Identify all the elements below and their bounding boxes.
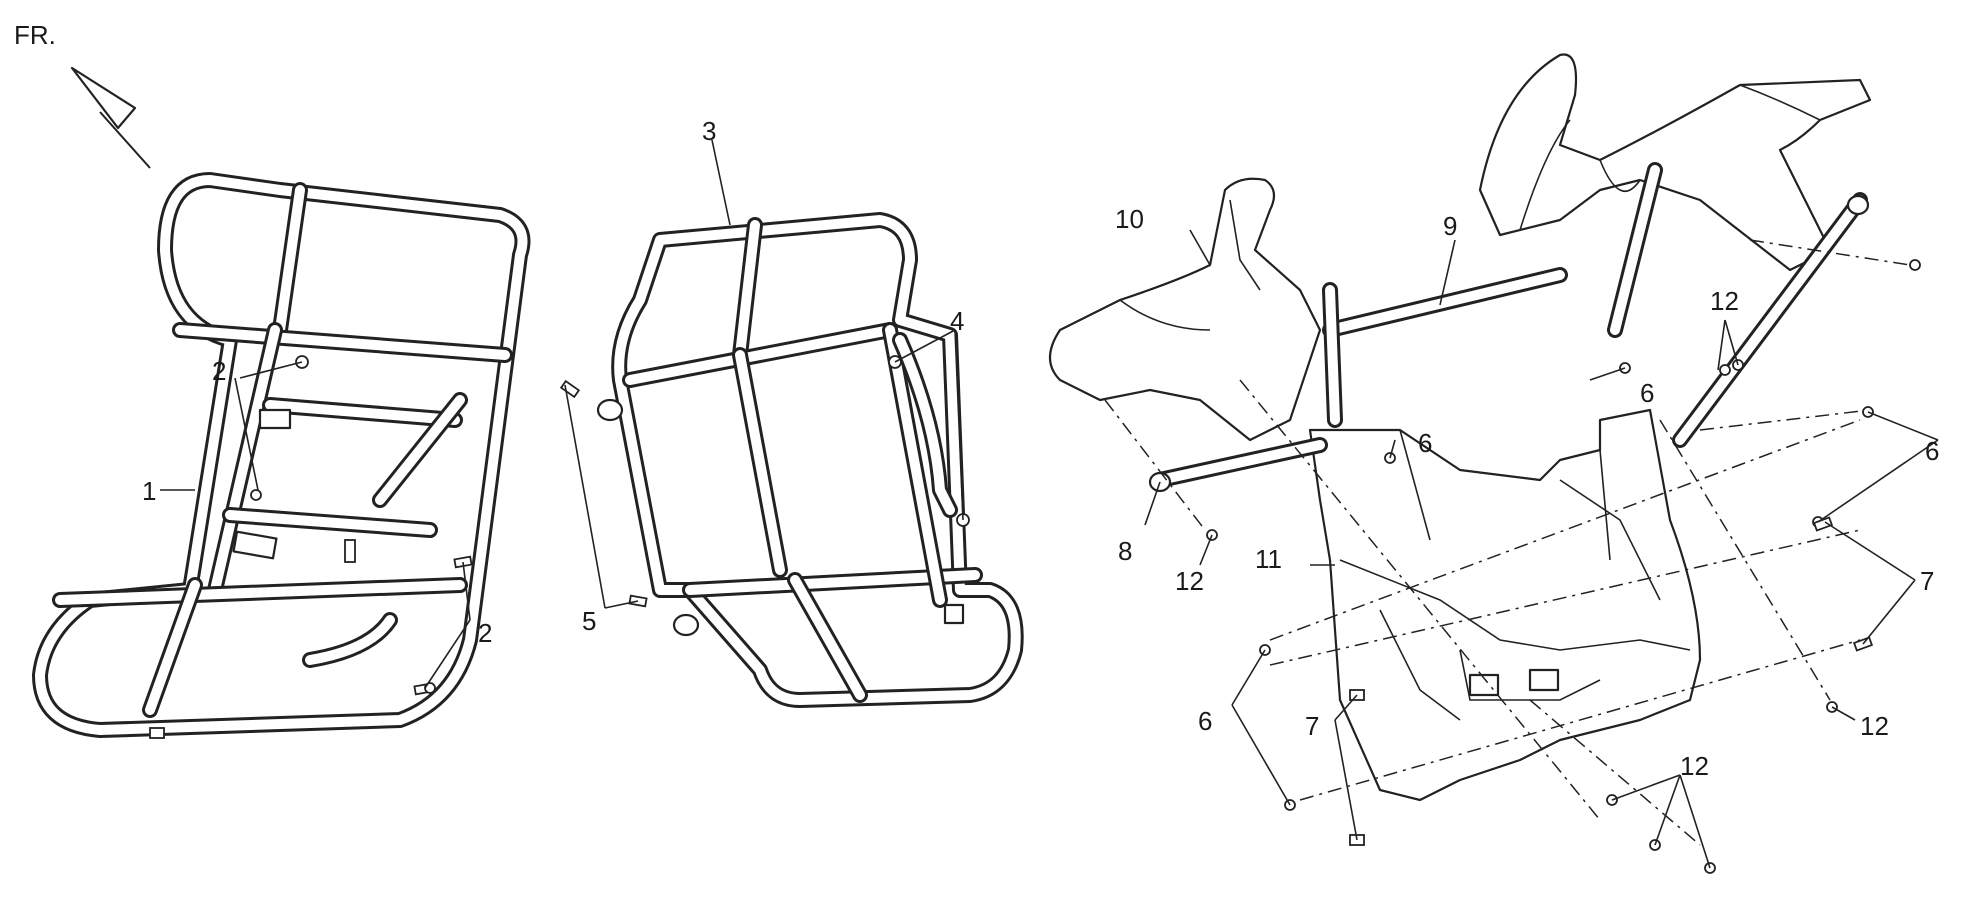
alignment-lines (1104, 239, 1911, 846)
callout-3: 3 (702, 116, 716, 146)
callout-2-upper: 2 (212, 356, 226, 386)
front-rack (32, 172, 531, 739)
callout-11: 11 (1255, 544, 1282, 574)
callout-12-left: 12 (1175, 566, 1204, 596)
callout-1: 1 (142, 476, 156, 506)
callout-7-right: 7 (1920, 566, 1934, 596)
callout-6-right-upper: 6 (1640, 378, 1654, 408)
callout-5: 5 (582, 606, 596, 636)
callout-12-bottom: 12 (1680, 751, 1709, 781)
rear-rack (596, 212, 1024, 708)
callout-12-right: 12 (1860, 711, 1889, 741)
front-direction-label: FR. (14, 20, 56, 50)
callout-10: 10 (1115, 204, 1144, 234)
callout-6-left: 6 (1198, 706, 1212, 736)
callout-2-lower: 2 (478, 618, 492, 648)
callout-7-left: 7 (1305, 711, 1319, 741)
callout-6-right: 6 (1925, 436, 1939, 466)
callout-6-center: 6 (1418, 428, 1432, 458)
callout-4: 4 (950, 306, 964, 336)
callout-8: 8 (1118, 536, 1132, 566)
fender-assembly (1048, 53, 1872, 802)
callout-12-upper-right: 12 (1710, 286, 1739, 316)
callout-9: 9 (1443, 211, 1457, 241)
front-direction-arrow: FR. (14, 20, 151, 169)
